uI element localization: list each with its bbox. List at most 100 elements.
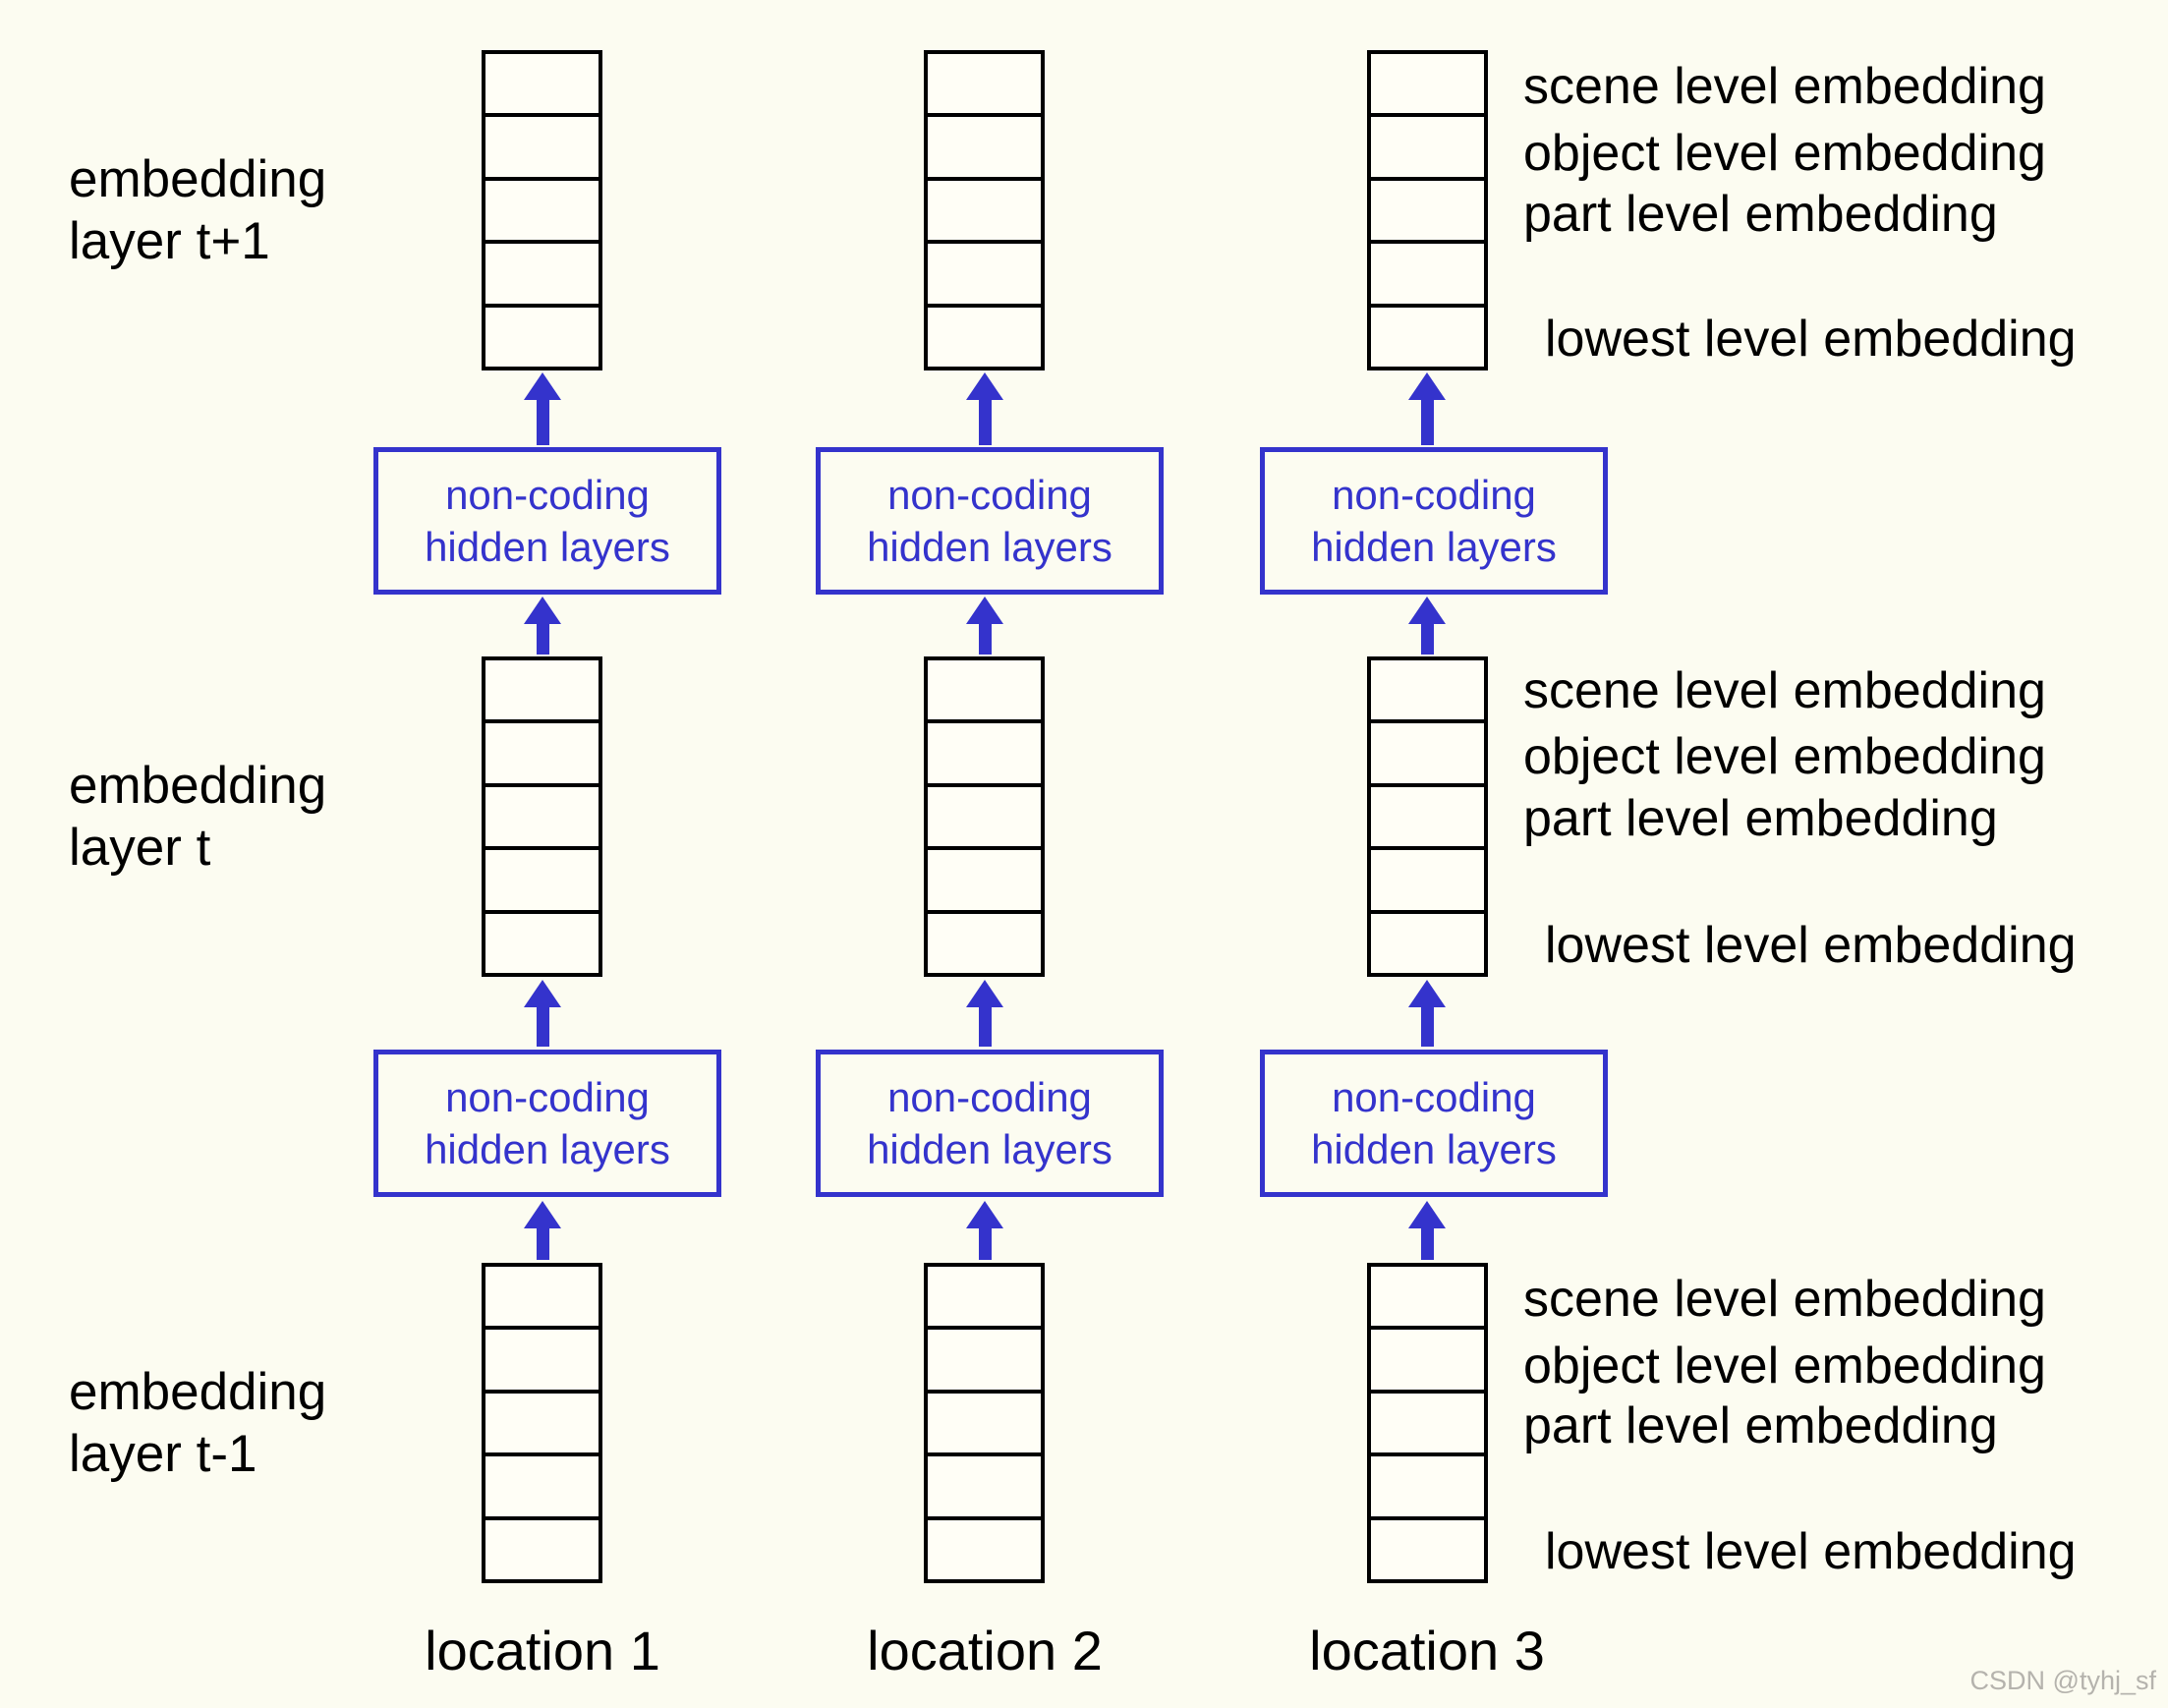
arrow-shaft: [536, 1007, 549, 1047]
box-label-line: non-coding: [1332, 472, 1536, 518]
embedding-cell: [928, 176, 1041, 240]
embedding-cell: [485, 1452, 599, 1515]
non-coding-hidden-layers-box-row1-col1: non-coding hidden layers: [373, 447, 721, 595]
embedding-cell: [1371, 240, 1484, 303]
object-level-embedding-label: object level embedding: [1523, 728, 2046, 785]
scene-level-embedding-label: scene level embedding: [1523, 58, 2046, 115]
arrow-shaft: [536, 1228, 549, 1260]
embedding-stack-row1-col2: [924, 50, 1045, 370]
embedding-stack-row2-col3: [1367, 656, 1488, 977]
arrow-shaft: [536, 400, 549, 445]
embedding-cell: [1371, 1326, 1484, 1389]
object-level-embedding-label: object level embedding: [1523, 1338, 2046, 1395]
box-label-line: hidden layers: [1311, 1126, 1557, 1172]
arrow-shaft: [978, 1007, 992, 1047]
embedding-cell: [1371, 1267, 1484, 1326]
embedding-cell: [928, 1267, 1041, 1326]
arrow-head: [524, 1201, 561, 1228]
box-label-line: hidden layers: [425, 1126, 670, 1172]
part-level-embedding-label: part level embedding: [1523, 186, 1998, 243]
arrow-shaft: [1420, 624, 1434, 655]
box-label-line: hidden layers: [867, 524, 1113, 570]
embedding-stack-row2-col1: [482, 656, 602, 977]
embedding-cell: [928, 719, 1041, 782]
arrow-shaft: [1420, 400, 1434, 445]
up-arrow: [1408, 1201, 1446, 1260]
embedding-cell: [485, 1389, 599, 1452]
non-coding-hidden-layers-box-row2-col1: non-coding hidden layers: [373, 1050, 721, 1197]
non-coding-hidden-layers-box-row1-col2: non-coding hidden layers: [816, 447, 1164, 595]
arrow-head: [524, 980, 561, 1007]
non-coding-hidden-layers-box-row2-col2: non-coding hidden layers: [816, 1050, 1164, 1197]
embedding-stack-row3-col1: [482, 1263, 602, 1583]
embedding-cell: [485, 176, 599, 240]
box-label-line: non-coding: [445, 472, 650, 518]
embedding-cell: [1371, 660, 1484, 719]
embedding-cell: [485, 782, 599, 846]
arrow-head: [524, 372, 561, 400]
part-level-embedding-label: part level embedding: [1523, 1397, 1998, 1454]
embedding-cell: [928, 1515, 1041, 1579]
embedding-cell: [485, 909, 599, 973]
embedding-layer-label-t-minus-1: embedding layer t-1: [69, 1361, 326, 1485]
location-2-label: location 2: [867, 1620, 1103, 1681]
embedding-stack-row3-col2: [924, 1263, 1045, 1583]
location-1-label: location 1: [425, 1620, 660, 1681]
up-arrow: [524, 372, 561, 445]
csdn-watermark: CSDN @tyhj_sf: [1969, 1666, 2156, 1695]
lowest-level-embedding-label: lowest level embedding: [1545, 311, 2077, 368]
scene-level-embedding-label: scene level embedding: [1523, 662, 2046, 719]
box-label-line: hidden layers: [1311, 524, 1557, 570]
embedding-cell: [928, 1452, 1041, 1515]
arrow-head: [1408, 1201, 1446, 1228]
up-arrow: [966, 597, 1003, 655]
embedding-layer-label-t: embedding layer t: [69, 755, 326, 879]
embedding-cell: [928, 113, 1041, 176]
non-coding-hidden-layers-box-row2-col3: non-coding hidden layers: [1260, 1050, 1608, 1197]
embedding-layer-label-t-plus-1: embedding layer t+1: [69, 148, 326, 272]
up-arrow: [966, 1201, 1003, 1260]
up-arrow: [524, 1201, 561, 1260]
arrow-head: [966, 597, 1003, 624]
embedding-cell: [1371, 54, 1484, 113]
object-level-embedding-label: object level embedding: [1523, 125, 2046, 182]
arrow-shaft: [978, 624, 992, 655]
embedding-cell: [485, 303, 599, 367]
embedding-cell: [485, 660, 599, 719]
arrow-head: [1408, 372, 1446, 400]
embedding-stack-row1-col3: [1367, 50, 1488, 370]
lowest-level-embedding-label: lowest level embedding: [1545, 1523, 2077, 1580]
up-arrow: [966, 372, 1003, 445]
label-line: embedding: [69, 150, 327, 208]
embedding-cell: [485, 113, 599, 176]
embedding-cell: [1371, 176, 1484, 240]
up-arrow: [1408, 372, 1446, 445]
embedding-cell: [485, 54, 599, 113]
box-label-line: non-coding: [887, 1074, 1092, 1120]
embedding-cell: [485, 1515, 599, 1579]
label-line: layer t: [69, 819, 211, 877]
box-label-line: hidden layers: [867, 1126, 1113, 1172]
embedding-cell: [928, 240, 1041, 303]
embedding-cell: [485, 846, 599, 909]
box-label-line: non-coding: [445, 1074, 650, 1120]
embedding-stack-row1-col1: [482, 50, 602, 370]
location-3-label: location 3: [1309, 1620, 1545, 1681]
label-line: layer t+1: [69, 212, 270, 270]
arrow-head: [966, 980, 1003, 1007]
arrow-shaft: [978, 1228, 992, 1260]
up-arrow: [524, 980, 561, 1047]
embedding-cell: [928, 660, 1041, 719]
embedding-cell: [1371, 113, 1484, 176]
embedding-cell: [928, 846, 1041, 909]
arrow-shaft: [1420, 1228, 1434, 1260]
arrow-head: [1408, 980, 1446, 1007]
arrow-head: [966, 372, 1003, 400]
embedding-cell: [928, 1389, 1041, 1452]
arrow-shaft: [978, 400, 992, 445]
embedding-stack-row2-col2: [924, 656, 1045, 977]
box-label-line: hidden layers: [425, 524, 670, 570]
embedding-cell: [1371, 1515, 1484, 1579]
embedding-cell: [1371, 909, 1484, 973]
